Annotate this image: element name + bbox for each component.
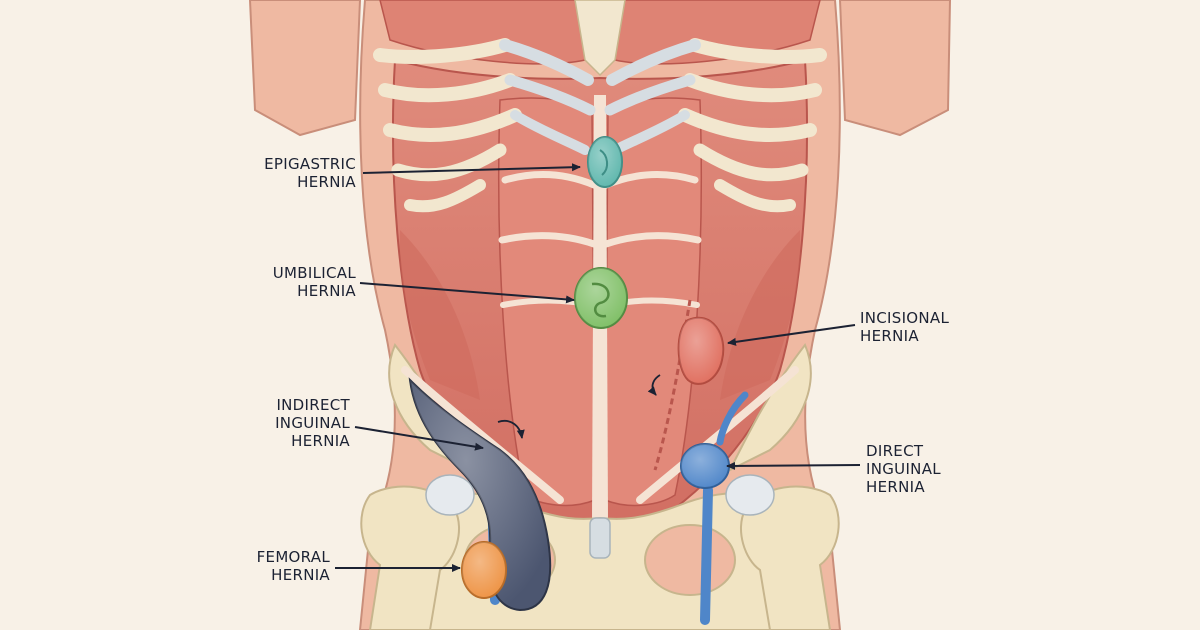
right-femur xyxy=(740,485,840,630)
label-direct-inguinal-hernia: DIRECT INGUINAL HERNIA xyxy=(866,442,1006,496)
left-oblique xyxy=(399,230,480,400)
intersection-2 xyxy=(498,232,702,248)
leader-epigastric xyxy=(362,163,581,174)
label-line: HERNIA xyxy=(271,566,330,584)
incisional-hernia xyxy=(647,316,725,396)
right-oblique xyxy=(720,230,801,400)
indirect-inguinal-hernia xyxy=(408,377,552,612)
right-femoral-head xyxy=(725,474,775,516)
direct-inguinal-hernia xyxy=(680,391,749,489)
leader-direct-inguinal xyxy=(726,461,861,470)
umbilical-hernia xyxy=(574,267,628,329)
label-line: HERNIA xyxy=(297,282,356,300)
left-femur xyxy=(360,485,460,630)
label-line: INCISIONAL xyxy=(860,309,950,327)
label-femoral-hernia: FEMORAL HERNIA xyxy=(200,548,330,584)
label-line: HERNIA xyxy=(297,173,356,191)
right-ribs xyxy=(604,38,827,213)
epigastric-hernia xyxy=(587,136,623,188)
right-chest-muscle xyxy=(609,0,821,65)
label-line: INDIRECT xyxy=(276,396,350,414)
label-line: EPIGASTRIC xyxy=(264,155,356,173)
label-incisional-hernia: INCISIONAL HERNIA xyxy=(860,309,1000,345)
label-line: HERNIA xyxy=(291,432,350,450)
label-line: FEMORAL xyxy=(256,548,330,566)
label-umbilical-hernia: UMBILICAL HERNIA xyxy=(228,264,356,300)
left-inguinal-ligament xyxy=(401,366,564,504)
label-line: HERNIA xyxy=(860,327,919,345)
label-line: UMBILICAL xyxy=(272,264,356,282)
sternum xyxy=(574,0,626,77)
right-obturator xyxy=(644,524,736,596)
label-line: HERNIA xyxy=(866,478,925,496)
label-line: INGUINAL xyxy=(275,414,350,432)
leader-indirect-inguinal xyxy=(354,426,484,451)
left-ribs xyxy=(373,38,596,213)
left-femoral-head xyxy=(425,474,475,516)
left-arm xyxy=(248,0,362,137)
label-indirect-inguinal-hernia: INDIRECT INGUINAL HERNIA xyxy=(222,396,350,450)
right-femoral-vessel xyxy=(700,485,713,625)
leader-incisional xyxy=(727,324,856,346)
left-chest-muscle xyxy=(379,0,591,65)
label-line: DIRECT xyxy=(866,442,924,460)
label-line: INGUINAL xyxy=(866,460,941,478)
label-epigastric-hernia: EPIGASTRIC HERNIA xyxy=(228,155,356,191)
femoral-hernia xyxy=(461,541,507,599)
leader-umbilical xyxy=(359,282,575,304)
right-arm xyxy=(838,0,952,137)
pubic-symphysis xyxy=(589,517,611,559)
